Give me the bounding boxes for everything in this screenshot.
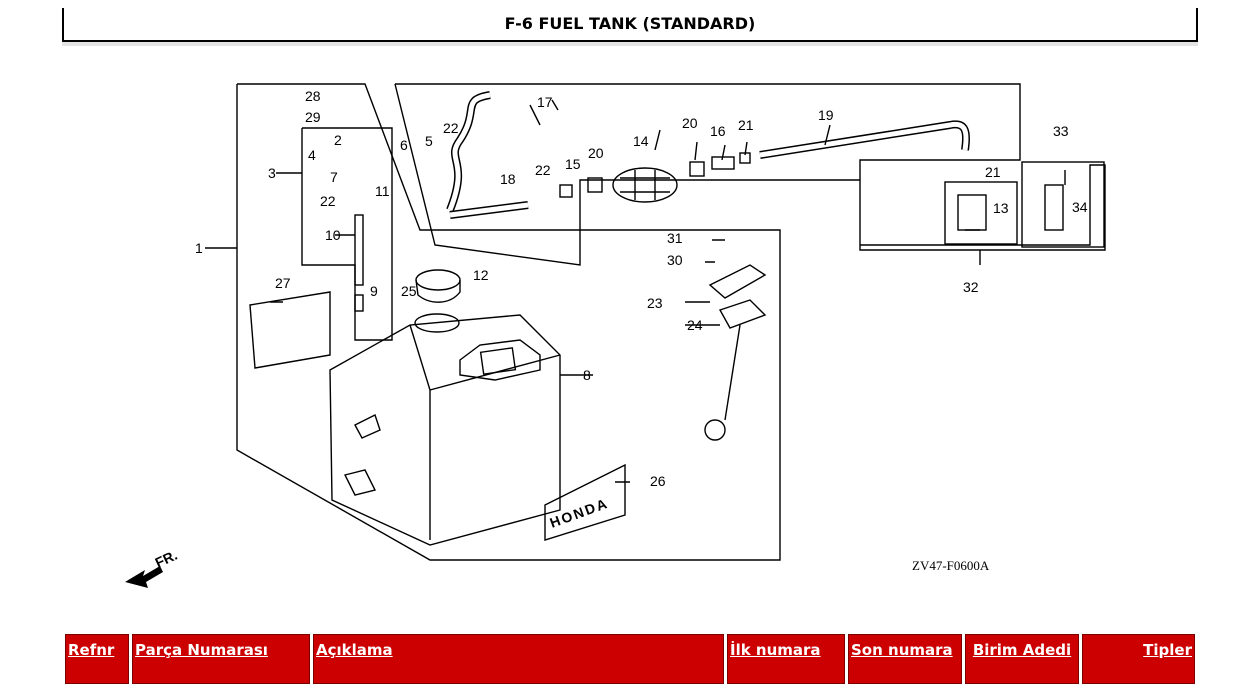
- callout-22c: 22: [320, 193, 336, 209]
- callout-22b: 22: [535, 162, 551, 178]
- filler-cap-shape: [415, 269, 461, 291]
- label-27-shape: [249, 291, 331, 369]
- parts-diagram: FR. HONDA 1 2 3 4 5 6 7 8 9 10 11 12 13 …: [125, 83, 1106, 588]
- description-header-link[interactable]: Açıklama: [316, 641, 393, 659]
- column-header-description[interactable]: Açıklama: [313, 634, 724, 684]
- callout-13: 13: [993, 200, 1009, 216]
- front-arrow-icon: [125, 566, 163, 588]
- callout-17: 17: [537, 94, 553, 110]
- callout-22a: 22: [443, 120, 459, 136]
- column-header-unit-qty[interactable]: Birim Adedi: [965, 634, 1079, 684]
- callout-21a: 21: [738, 117, 754, 133]
- callout-21b: 21: [985, 164, 1001, 180]
- cap-frame-outline: [301, 127, 393, 341]
- column-header-refnr[interactable]: Refnr: [65, 634, 129, 684]
- callout-26: 26: [650, 473, 666, 489]
- callout-18: 18: [500, 171, 516, 187]
- valve-frame-outline: [1021, 161, 1105, 248]
- primer-bulb-shape: [612, 167, 678, 203]
- callout-19: 19: [818, 107, 834, 123]
- callout-31: 31: [667, 230, 683, 246]
- callout-4: 4: [308, 147, 316, 163]
- callout-8: 8: [583, 367, 591, 383]
- last-number-header-link[interactable]: Son numara: [851, 641, 953, 659]
- callout-28: 28: [305, 88, 321, 104]
- callout-30: 30: [667, 252, 683, 268]
- callout-20a: 20: [588, 145, 604, 161]
- fuel-gauge-shape: [708, 264, 767, 299]
- parts-table-header-row: Refnr Parça Numarası Açıklama İlk numara…: [65, 634, 1195, 684]
- parts-table: Refnr Parça Numarası Açıklama İlk numara…: [62, 631, 1198, 687]
- callout-11: 11: [375, 183, 390, 199]
- brand-label: HONDA: [548, 495, 611, 531]
- first-number-header-link[interactable]: İlk numara: [730, 641, 821, 659]
- callout-10: 10: [325, 227, 341, 243]
- fuel-tank-shape: [329, 314, 561, 546]
- callout-20b: 20: [682, 115, 698, 131]
- page-title-bar: F-6 FUEL TANK (STANDARD): [62, 8, 1198, 42]
- callout-14: 14: [633, 133, 649, 149]
- callout-25: 25: [401, 283, 417, 299]
- unit-qty-header-link[interactable]: Birim Adedi: [972, 641, 1072, 659]
- callout-24: 24: [687, 317, 703, 333]
- callout-2: 2: [334, 132, 342, 148]
- callout-16: 16: [710, 123, 726, 139]
- front-marker: FR.: [153, 547, 180, 571]
- callout-27: 27: [275, 275, 291, 291]
- refnr-header-link[interactable]: Refnr: [68, 641, 115, 659]
- callout-12: 12: [473, 267, 489, 283]
- column-header-types[interactable]: Tipler: [1082, 634, 1195, 684]
- part-number-header-link[interactable]: Parça Numarası: [135, 641, 268, 659]
- joint-frame-outline: [944, 181, 1018, 245]
- types-header-link[interactable]: Tipler: [1143, 641, 1192, 659]
- drawing-code: ZV47-F0600A: [912, 558, 990, 573]
- column-header-last-number[interactable]: Son numara: [848, 634, 962, 684]
- page-title: F-6 FUEL TANK (STANDARD): [504, 14, 756, 33]
- callout-3: 3: [268, 165, 276, 181]
- callout-1: 1: [195, 240, 203, 256]
- callout-7: 7: [330, 169, 338, 185]
- callout-23: 23: [647, 295, 663, 311]
- callout-32: 32: [963, 279, 979, 295]
- callout-6: 6: [400, 137, 408, 153]
- callout-9: 9: [370, 283, 378, 299]
- callout-33: 33: [1053, 123, 1069, 139]
- honda-label-shape: [544, 463, 626, 541]
- hose-frame-outline: [394, 83, 1106, 266]
- callout-29: 29: [305, 109, 321, 125]
- column-header-first-number[interactable]: İlk numara: [727, 634, 845, 684]
- frame-outline: [236, 83, 781, 561]
- callout-34: 34: [1072, 199, 1088, 215]
- callout-15: 15: [565, 156, 581, 172]
- callout-5: 5: [425, 133, 433, 149]
- column-header-part-number[interactable]: Parça Numarası: [132, 634, 310, 684]
